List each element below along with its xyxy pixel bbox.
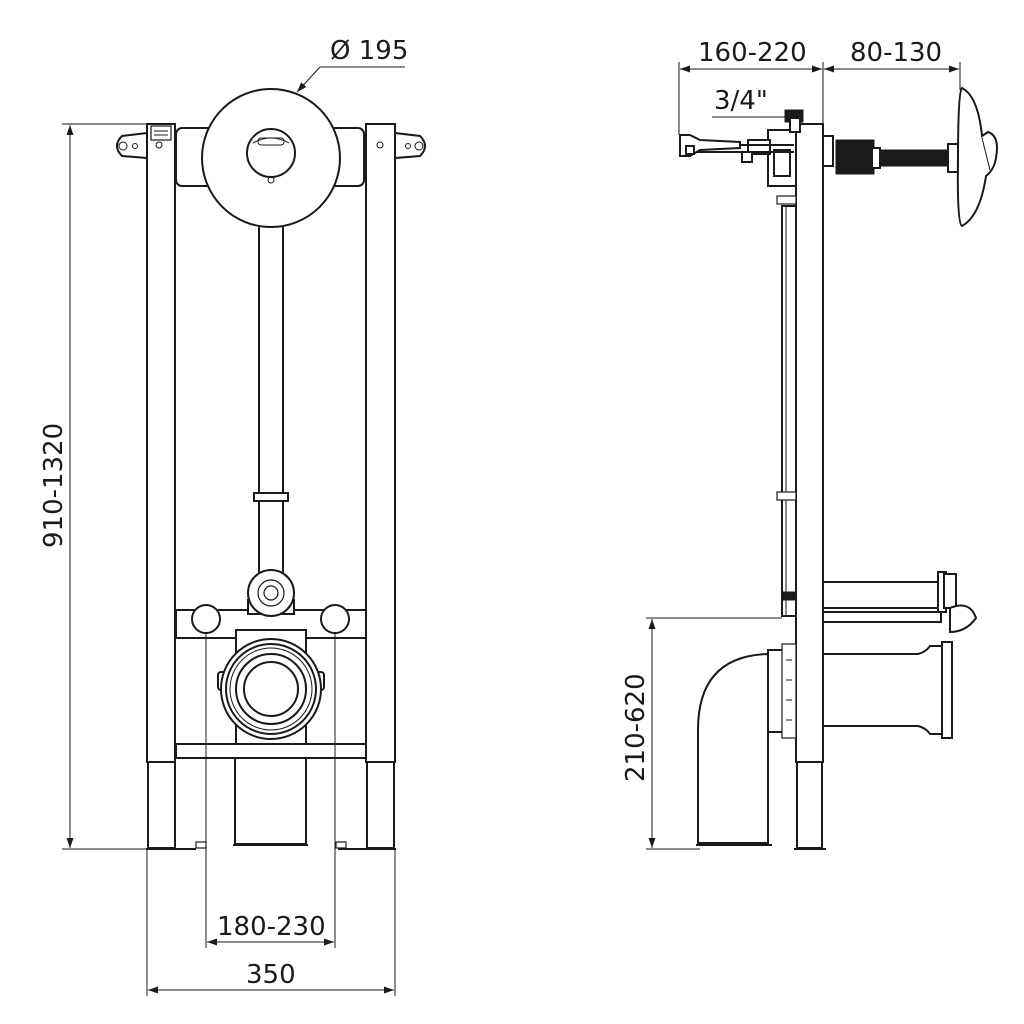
side-view <box>679 86 998 850</box>
flush-actuator <box>822 86 998 228</box>
flush-button-icon <box>246 128 296 184</box>
pipe-spacing-label: 180-230 <box>217 912 326 942</box>
diameter-label: Ø 195 <box>330 36 408 66</box>
drain-bend <box>696 643 797 846</box>
right-foot <box>366 761 395 849</box>
side-outlet <box>822 641 953 739</box>
button-depth-label: 80-130 <box>850 38 942 68</box>
front-dimensions: Ø 195 910-1320 180-230 350 <box>39 36 408 996</box>
flush-pipe <box>258 223 284 495</box>
right-bolt-icon <box>320 604 350 634</box>
bottom-crossbar <box>175 743 367 759</box>
outlet-connector <box>217 638 325 740</box>
left-bolt-icon <box>191 604 221 634</box>
right-bracket <box>394 131 426 160</box>
thread-label: 3/4" <box>714 86 768 116</box>
left-foot <box>147 761 176 849</box>
drain-pipe <box>234 757 307 845</box>
side-cistern <box>781 205 797 617</box>
left-bracket <box>116 131 148 160</box>
depth-label: 160-220 <box>698 38 807 68</box>
label-plate <box>150 125 172 141</box>
side-dimensions: 160-220 80-130 3/4" 210-620 <box>621 38 961 850</box>
cistern-valve-assembly <box>679 109 804 187</box>
left-upright <box>146 123 176 763</box>
side-upright <box>795 123 824 763</box>
side-bracket <box>781 571 978 634</box>
right-upright <box>365 123 396 763</box>
width-label: 350 <box>246 960 296 990</box>
height-label: 910-1320 <box>39 423 69 548</box>
front-view <box>116 88 426 850</box>
flush-plate-icon <box>956 86 998 228</box>
outlet-height-label: 210-620 <box>621 673 651 782</box>
